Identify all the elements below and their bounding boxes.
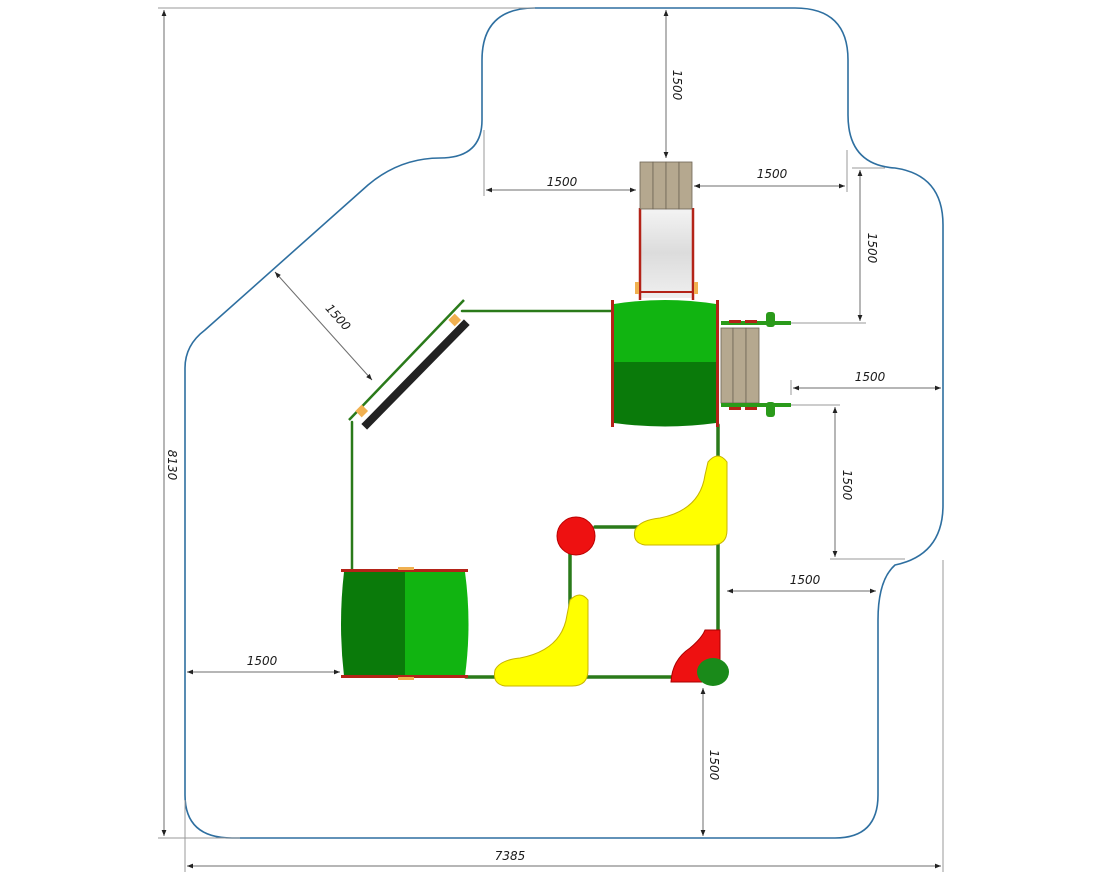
dimension-right-lower-vertical: 1500 (790, 404, 905, 560)
dimension-right-middle-label: 1500 (855, 370, 886, 384)
tower-upper (611, 300, 719, 427)
corner-ornament (670, 629, 729, 686)
dimension-bottom: 1500 (700, 688, 721, 836)
dimension-left-label: 1500 (247, 654, 278, 668)
dimension-top-label: 1500 (670, 70, 684, 101)
tower-lower (341, 567, 469, 680)
dimension-top-right-label: 1500 (757, 167, 788, 181)
dimension-right-lower: 1500 (727, 573, 876, 594)
dimension-right-middle: 1500 (790, 370, 941, 395)
dimension-left: 1500 (187, 654, 340, 675)
dimension-top-right: 1500 (694, 150, 848, 192)
dimension-right-lower-label: 1500 (790, 573, 821, 587)
seat-lower (494, 594, 589, 687)
dimension-top: 1500 (663, 10, 684, 158)
safety-zone-outline (184, 7, 944, 839)
overall-width-dimension: 7385 (184, 560, 944, 872)
seat-upper (634, 455, 728, 546)
dimension-top-left: 1500 (483, 130, 636, 196)
dimension-diagonal: 1500 (274, 271, 373, 381)
dimension-right-upper-label: 1500 (865, 233, 879, 264)
red-ball (556, 516, 596, 556)
side-platform (720, 312, 791, 417)
dimension-diagonal-label: 1500 (323, 301, 354, 333)
dimension-right-upper: 1500 (790, 167, 885, 324)
slide-platform-planks (639, 161, 693, 210)
dimension-top-left-label: 1500 (547, 175, 578, 189)
overall-height-label: 8130 (165, 450, 179, 481)
overall-width-label: 7385 (495, 849, 526, 863)
slide (635, 161, 698, 300)
dimension-bottom-label: 1500 (707, 750, 721, 781)
dimension-right-lower-vertical-label: 1500 (840, 470, 854, 501)
climbing-ladder (348, 299, 470, 430)
overall-height-dimension: 8130 (158, 7, 535, 839)
